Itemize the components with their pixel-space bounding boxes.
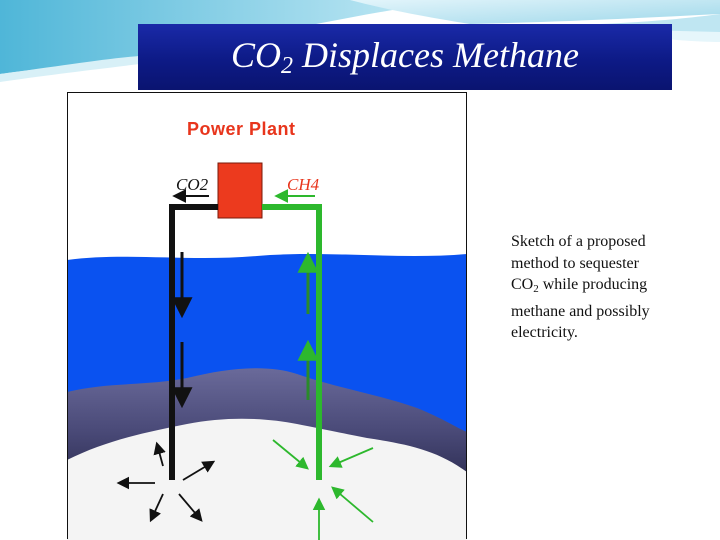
inflow-arrow-icon xyxy=(331,486,374,523)
inflow-arrow-icon xyxy=(328,447,374,468)
ch4-production-pipe xyxy=(262,204,322,480)
diagram-caption: Sketch of a proposed method to sequester… xyxy=(511,233,650,341)
ch4-label: CH4 xyxy=(287,175,320,194)
hydrate-zone xyxy=(67,418,467,540)
title-banner: CO2 Displaces Methane xyxy=(138,24,672,90)
power-plant-label: Power Plant xyxy=(187,119,296,139)
release-arrow-icon xyxy=(178,493,203,522)
release-arrow-icon xyxy=(182,460,216,481)
release-arrow-icon xyxy=(153,441,166,467)
release-arrow-icon xyxy=(149,493,164,523)
power-plant-box xyxy=(217,162,263,219)
slide-title: CO2 Displaces Methane xyxy=(231,35,579,79)
diagram-panel xyxy=(67,92,467,540)
co2-label: CO2 xyxy=(176,175,209,194)
inflow-arrow-icon xyxy=(272,439,309,470)
